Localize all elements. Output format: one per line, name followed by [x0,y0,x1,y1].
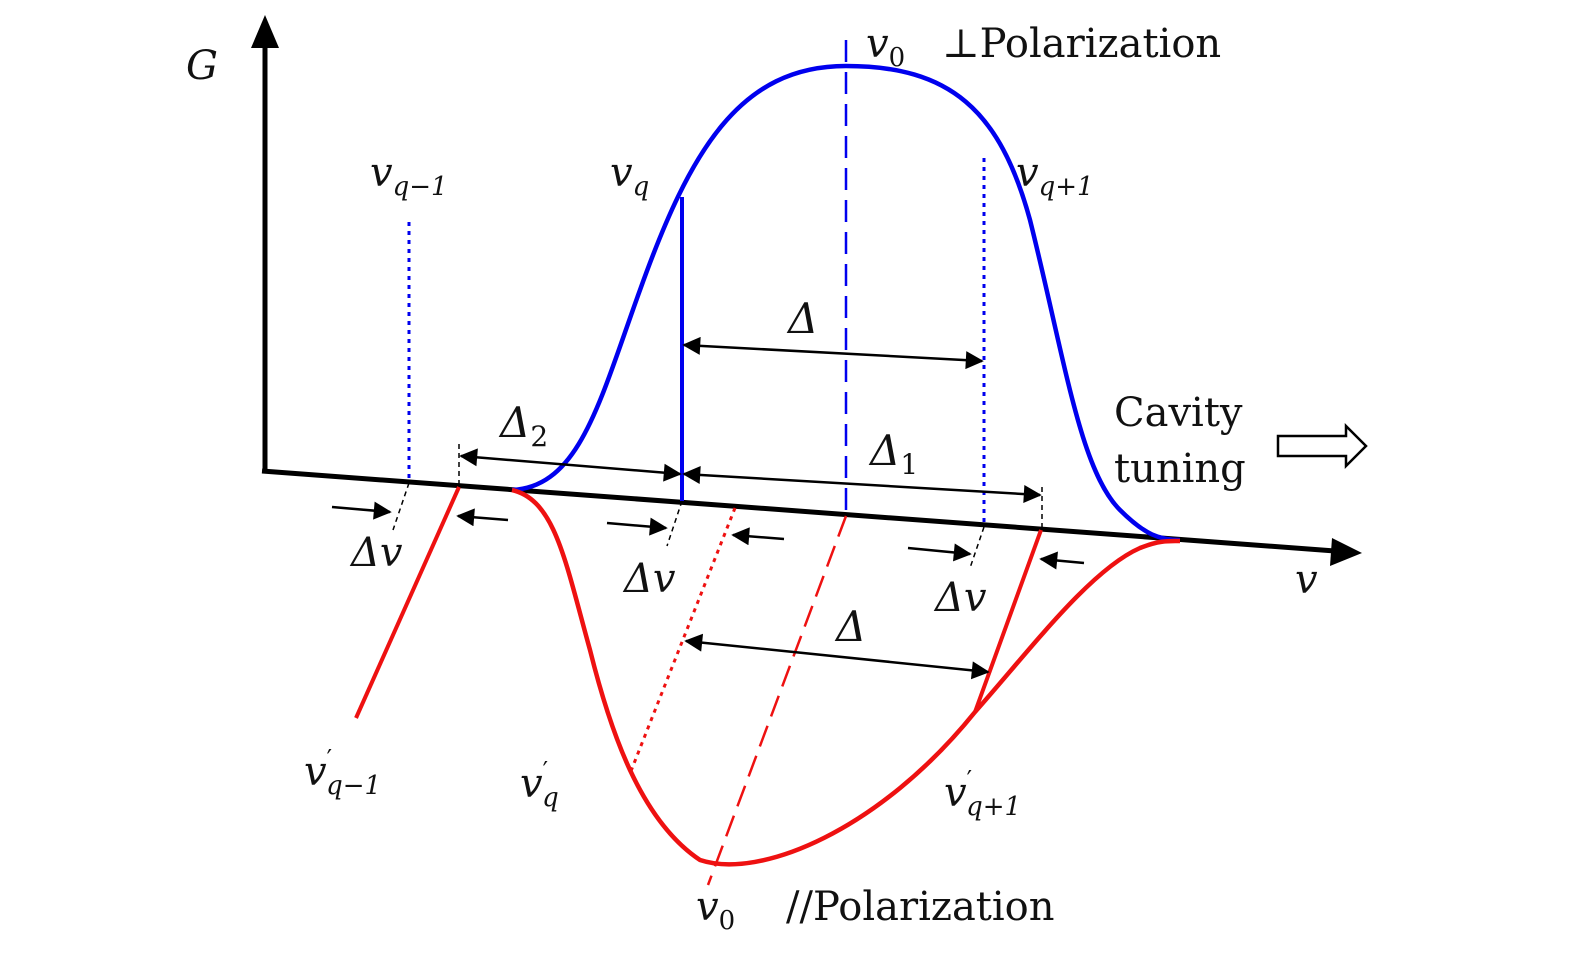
y-axis-label: G [186,43,218,89]
delta1-arrow [682,465,1042,504]
perp-center-symbol: v [866,21,889,67]
delta-label-lower: Δ [834,602,866,651]
par-center-sub: 0 [719,906,736,936]
dv-left-arrow-b [456,508,509,527]
mode-q-minus-1-label: vq−1 [370,150,448,202]
tick-q-minus-1 [392,482,410,531]
delta-v-mid-label: Δv [622,556,676,602]
tick-q [666,500,683,547]
mode-q-plus-1-prime-sub: q+1 [966,792,1021,822]
center-line-parallel [706,515,848,886]
perpendicular-gain-group [407,40,1181,543]
delta-v-right-label: Δv [933,575,987,621]
perp-center-label: v0 [866,21,905,73]
mode-q-plus-1-prime-line [973,529,1043,713]
mode-q-prime-line [629,507,737,772]
delta1-sub: 1 [900,448,918,481]
parallel-gain-curve [511,487,1181,867]
mode-q-prime-label: v′q [520,757,559,813]
delta-label-upper: Δ [786,294,818,343]
delta1-symbol: Δ [868,426,900,475]
mode-q-plus-1-prime-mark: ′ [967,766,972,794]
cavity-tuning-arrow-icon [1276,422,1368,470]
perp-center-sub: 0 [889,43,906,73]
x-axis-arrowhead [1330,538,1362,566]
mode-q-plus-1-symbol: v [1016,150,1039,196]
mode-q-minus-1-prime-sub: q−1 [326,771,381,801]
dv-right-arrow-b [1039,551,1085,570]
mode-q-sub: q [633,172,650,202]
delta2-label: Δ2 [498,398,548,453]
delta-arrow-upper [682,336,984,370]
mode-q-plus-1-label: vq+1 [1016,150,1094,202]
y-axis-arrowhead [251,15,279,48]
mode-q-minus-1-sub: q−1 [393,172,448,202]
dv-mid-arrow-a [606,517,668,536]
delta2-sub: 2 [530,420,548,453]
dv-left-arrow-a [331,501,392,520]
spacing-arrows [331,336,1085,680]
cavity-tuning-line2: tuning [1114,446,1246,492]
mode-q-prime-sub: q [542,783,559,813]
x-axis-label: v [1295,557,1318,603]
mode-q-symbol: v [610,150,633,196]
projection-ticks [392,444,1043,569]
mode-q-plus-1-prime-symbol: v [944,770,967,816]
mode-q-minus-1-prime-line [354,486,461,719]
parallel-gain-group [354,486,1181,886]
mode-q-plus-1-sub: q+1 [1039,172,1094,202]
mode-q-label: vq [610,150,649,202]
delta2-arrow [459,448,682,482]
delta-arrow-lower [684,633,990,680]
mode-q-minus-1-prime-label: v′q−1 [304,745,381,801]
mode-q-prime-symbol: v [520,761,543,807]
dv-mid-arrow-b [731,527,785,546]
delta1-label: Δ1 [868,426,918,481]
mode-q-prime-mark: ′ [543,757,548,785]
perp-polarization-label: ⊥Polarization [942,21,1221,67]
cavity-tuning-line1: Cavity [1114,390,1243,436]
mode-q-minus-1-symbol: v [370,150,393,196]
par-center-label: v0 [696,884,735,936]
par-polarization-label: //Polarization [786,884,1055,930]
tick-q-plus-1 [969,526,985,569]
mode-q-plus-1-prime-label: v′q+1 [944,766,1021,822]
delta-v-left-label: Δv [349,530,403,576]
par-center-symbol: v [696,884,719,930]
delta2-symbol: Δ [498,398,530,447]
mode-q-minus-1-prime-symbol: v [304,749,327,795]
perpendicular-gain-curve [511,63,1181,543]
mode-q-minus-1-prime-mark: ′ [327,745,332,773]
dv-right-arrow-a [907,543,972,562]
